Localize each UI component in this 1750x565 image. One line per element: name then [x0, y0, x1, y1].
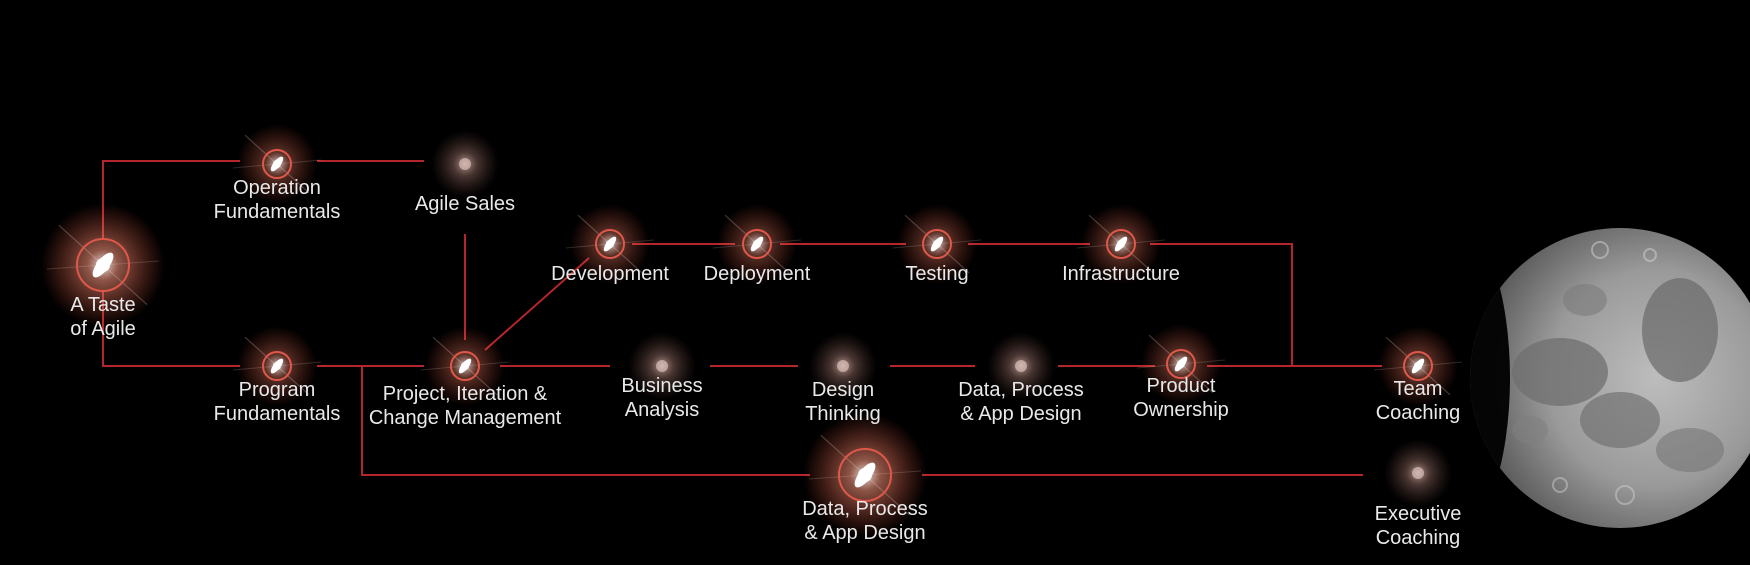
- course-label-line: Coaching: [1375, 402, 1461, 424]
- course-label-line: Data, Process: [802, 498, 928, 520]
- course-label-line: Design: [811, 379, 875, 401]
- star-node-opfund[interactable]: [232, 124, 322, 204]
- course-label-line: Ownership: [1133, 399, 1229, 421]
- course-label-line: Business: [621, 375, 703, 397]
- course-label-line: Thinking: [805, 403, 881, 425]
- star-node-dpad2[interactable]: [803, 413, 927, 537]
- star-node-business[interactable]: [628, 332, 696, 400]
- course-label-line: Fundamentals: [213, 201, 341, 223]
- course-label-line: Operation: [233, 177, 321, 199]
- star-node-deployment[interactable]: [712, 204, 802, 284]
- star-node-team[interactable]: [1373, 326, 1463, 406]
- course-label-line: Analysis: [624, 399, 700, 421]
- star-node-taste[interactable]: [41, 203, 165, 327]
- course-label-line: of Agile: [70, 318, 136, 340]
- course-stars: [41, 124, 1463, 537]
- course-label-line: Product: [1146, 375, 1216, 397]
- course-label-line: Change Management: [368, 407, 562, 429]
- course-label-line: Agile Sales: [414, 193, 516, 215]
- course-label-agilesales[interactable]: Agile Sales: [415, 192, 515, 216]
- course-label-line: Development: [551, 263, 669, 285]
- star-node-exec[interactable]: [1384, 439, 1452, 507]
- course-label-line: A Taste: [70, 294, 136, 316]
- connector-line: [1150, 243, 1293, 366]
- course-label-line: Testing: [905, 263, 969, 285]
- course-label-dpad2[interactable]: Data, Process& App Design: [802, 497, 928, 545]
- course-label-line: Executive: [1374, 503, 1462, 525]
- course-label-line: Project, Iteration &: [382, 383, 548, 405]
- course-label-line: & App Design: [960, 403, 1082, 425]
- star-node-pic[interactable]: [420, 326, 510, 406]
- course-label-testing[interactable]: Testing: [905, 262, 968, 286]
- star-node-testing[interactable]: [892, 204, 982, 284]
- star-node-infra[interactable]: [1076, 204, 1166, 284]
- course-label-line: Program: [238, 379, 316, 401]
- connector-line: [484, 257, 590, 351]
- course-label-line: Team: [1393, 378, 1443, 400]
- course-label-dpad1[interactable]: Data, Process& App Design: [958, 378, 1084, 426]
- course-label-line: & App Design: [804, 522, 926, 544]
- course-label-line: Fundamentals: [213, 403, 341, 425]
- course-label-pic[interactable]: Project, Iteration &Change Management: [369, 382, 561, 430]
- star-node-design[interactable]: [809, 332, 877, 400]
- star-node-dpad1[interactable]: [987, 332, 1055, 400]
- course-label-line: Infrastructure: [1062, 263, 1180, 285]
- course-label-development[interactable]: Development: [551, 262, 669, 286]
- course-label-infra[interactable]: Infrastructure: [1062, 262, 1180, 286]
- connector-lines: [102, 160, 1382, 476]
- course-label-line: Coaching: [1375, 527, 1461, 549]
- connector-line: [361, 366, 810, 476]
- star-node-progfund[interactable]: [232, 326, 322, 406]
- course-label-line: Data, Process: [958, 379, 1084, 401]
- star-node-product[interactable]: [1136, 324, 1226, 404]
- course-label-deployment[interactable]: Deployment: [704, 262, 811, 286]
- star-node-development[interactable]: [565, 204, 655, 284]
- star-node-agilesales[interactable]: [431, 130, 499, 198]
- course-label-line: Deployment: [703, 263, 811, 285]
